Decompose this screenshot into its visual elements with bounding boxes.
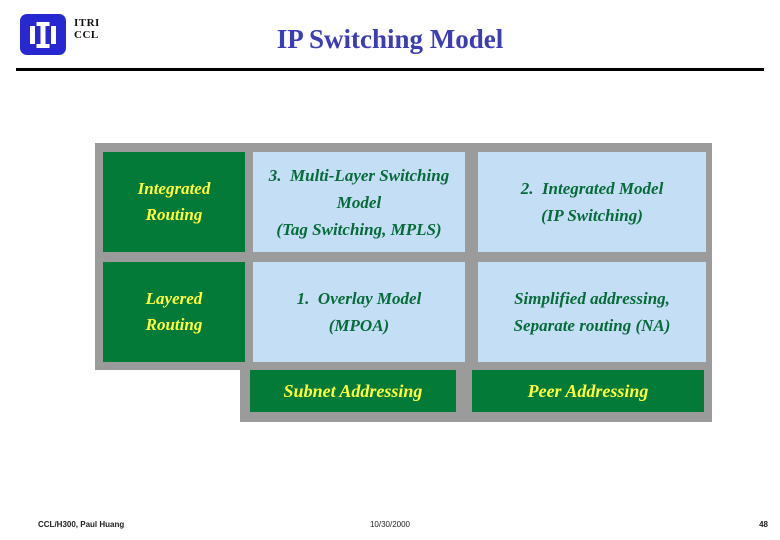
cell-text-line: 3. Multi-Layer Switching (268, 165, 450, 185)
logo-org: ITRI (74, 17, 100, 29)
cell-text-line: Model (336, 192, 382, 212)
footer-date: 10/30/2000 (369, 520, 411, 529)
logo-division: CCL (74, 29, 99, 41)
cell-text-line: Peer Addressing (527, 381, 649, 401)
cell-text-line: (IP Switching) (541, 206, 643, 225)
cell-subnet-addressing: Subnet Addressing (250, 370, 456, 412)
row-label-integrated-routing: Integrated Routing (103, 152, 245, 252)
cell-text-line: (Tag Switching, MPLS) (276, 219, 442, 239)
footer-page-number: 48 (759, 520, 768, 529)
cell-overlay-model: 1. Overlay Model (MPOA) (253, 262, 465, 362)
cell-multi-layer-switching-model: 3. Multi-Layer Switching Model (Tag Swit… (253, 152, 465, 252)
header-divider (16, 68, 764, 71)
itri-logo-icon (30, 21, 56, 48)
footer-author: CCL/H300, Paul Huang (38, 520, 125, 529)
cell-integrated-model: 2. Integrated Model (IP Switching) (478, 152, 706, 252)
cell-text-line: Routing (145, 205, 203, 224)
cell-peer-addressing: Peer Addressing (472, 370, 704, 412)
cell-text-line: Simplified addressing, (514, 289, 670, 308)
logo-text: ITRI CCL (74, 17, 100, 41)
itri-ccl-logo (20, 14, 66, 55)
cell-text-line: Subnet Addressing (283, 381, 423, 401)
row-label-layered-routing: Layered Routing (103, 262, 245, 362)
cell-text-line: (MPOA) (328, 316, 390, 335)
slide-footer: CCL/H300, Paul Huang 10/30/2000 48 (0, 518, 780, 532)
cell-text-line: Layered (145, 289, 203, 308)
cell-simplified-addressing: Simplified addressing, Separate routing … (478, 262, 706, 362)
cell-text-line: 1. Overlay Model (296, 289, 422, 308)
cell-text-line: Routing (145, 315, 203, 334)
page-title: IP Switching Model (276, 24, 504, 54)
cell-text-line: Separate routing (NA) (513, 316, 671, 335)
cell-text-line: Integrated (137, 179, 211, 198)
cell-text-line: 2. Integrated Model (520, 179, 664, 198)
